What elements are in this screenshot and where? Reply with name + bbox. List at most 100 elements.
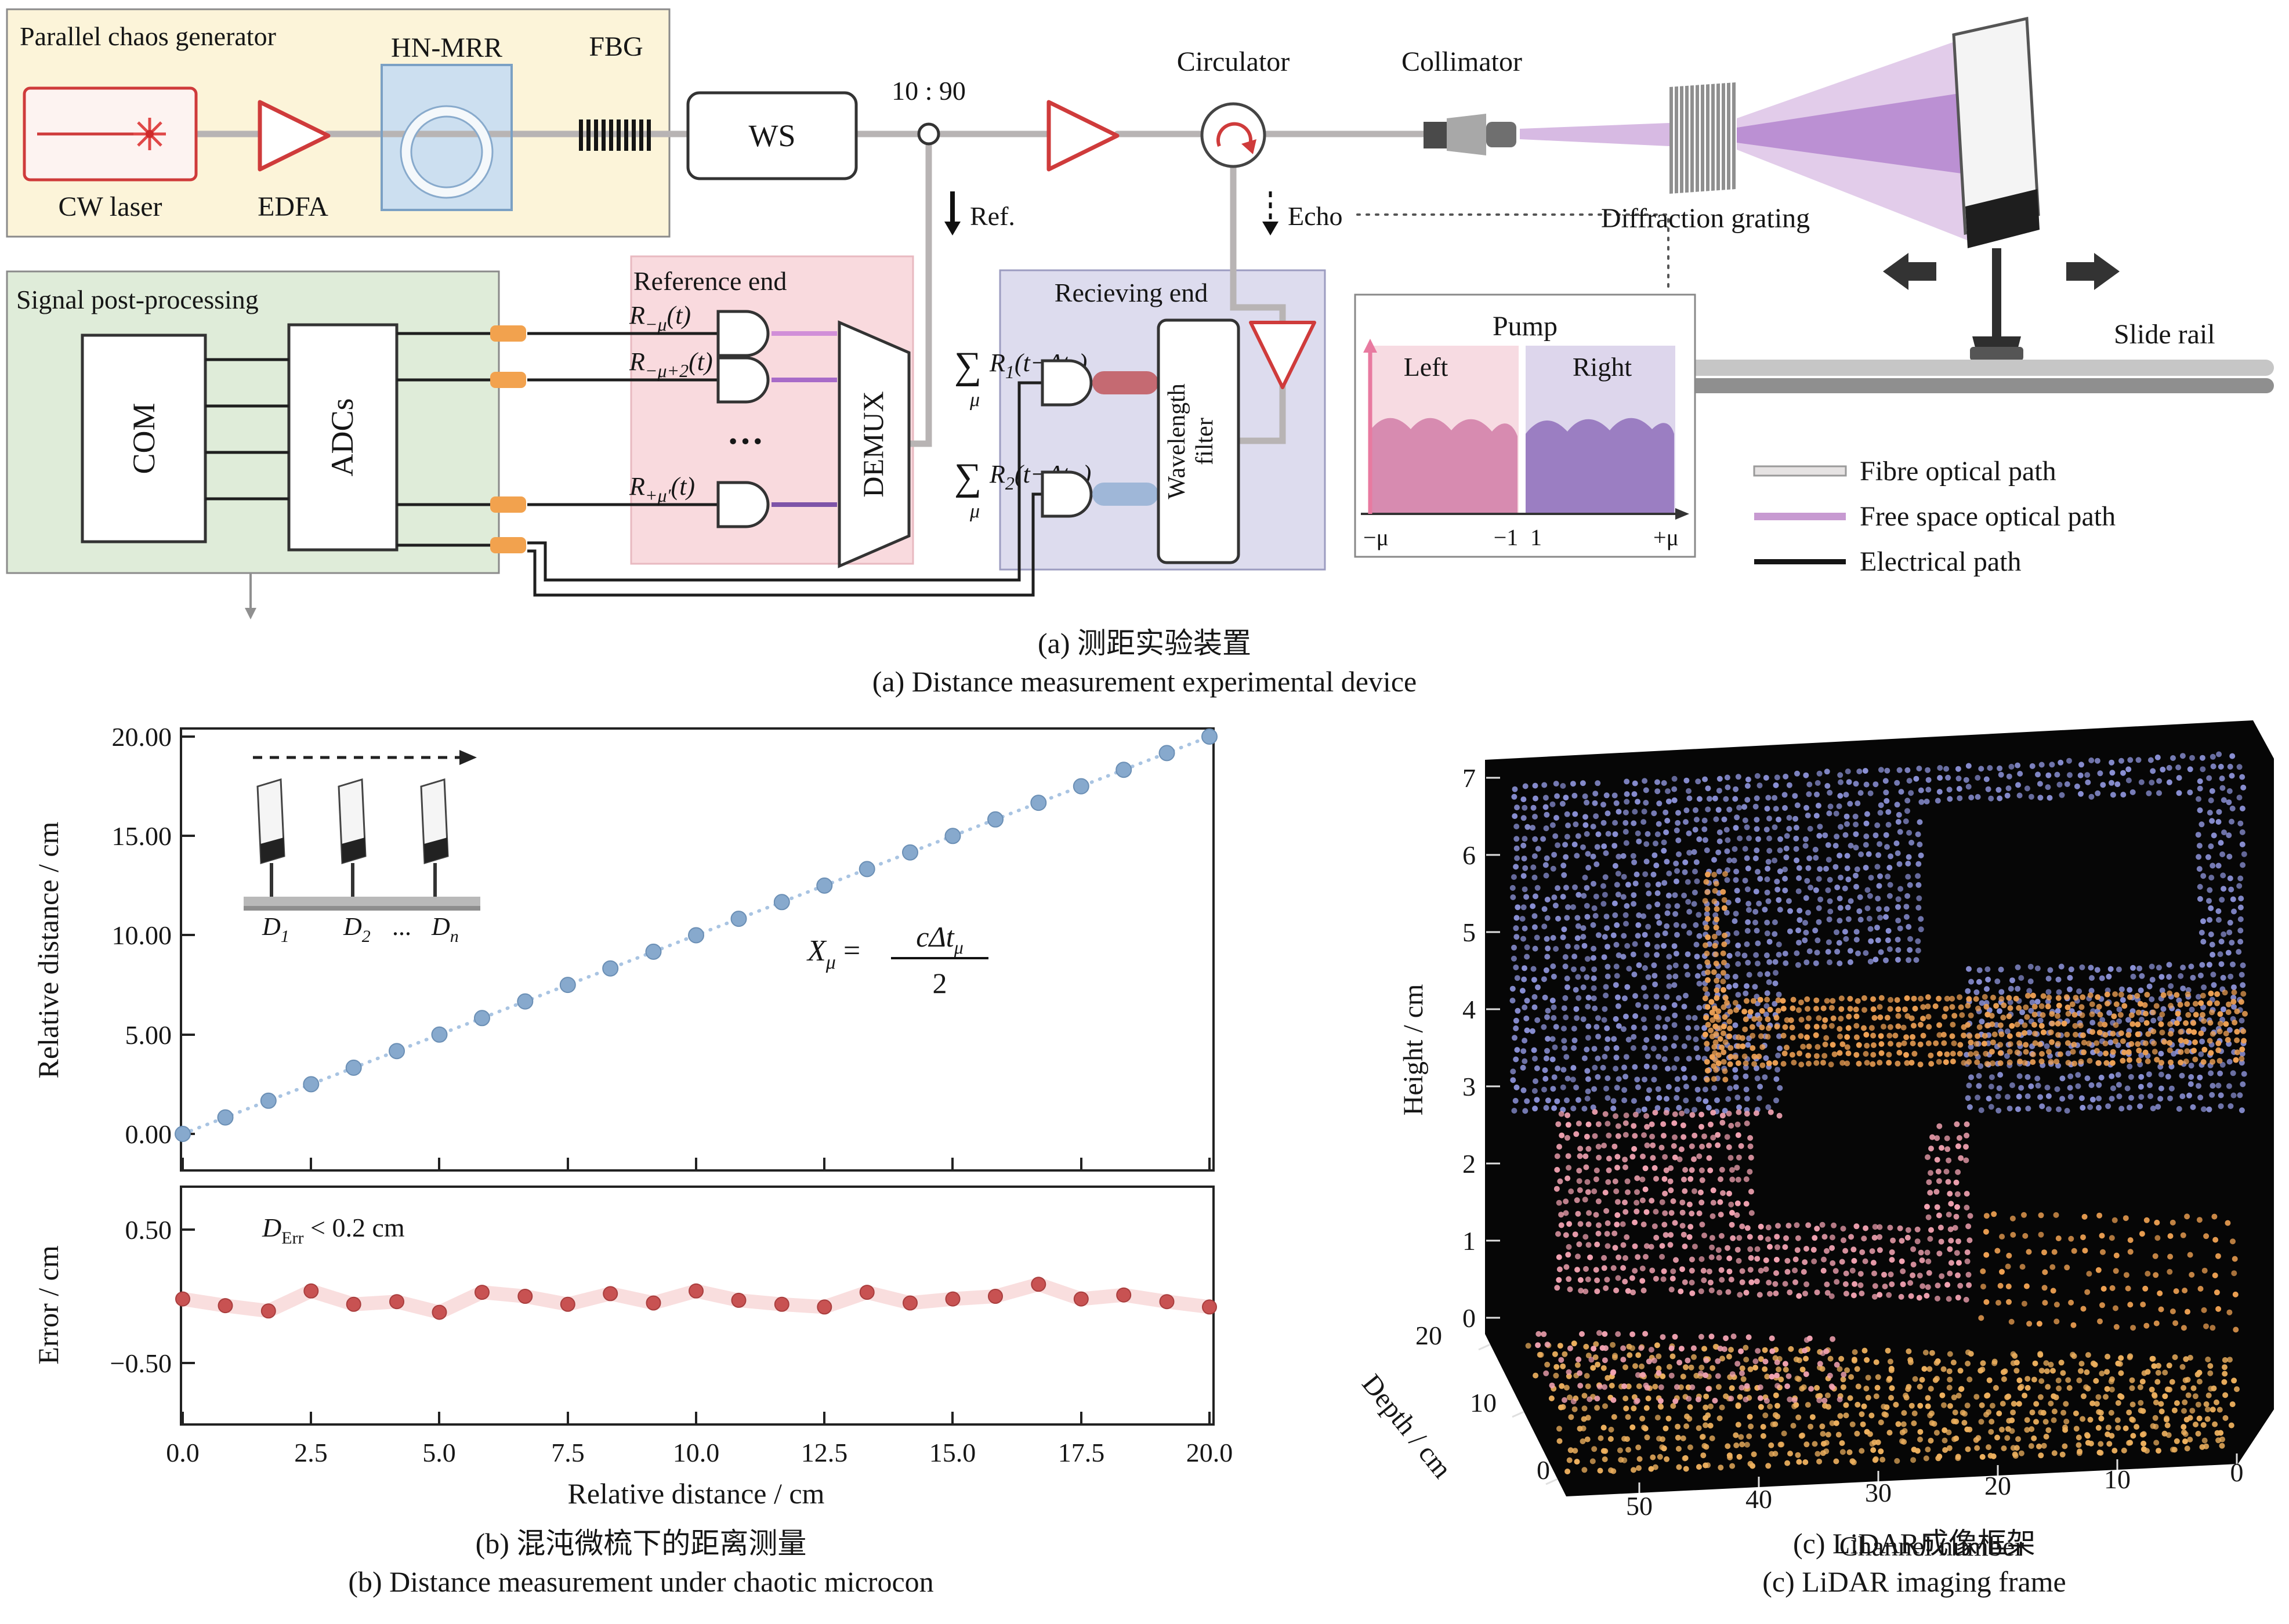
ytick: 5.00 xyxy=(125,1020,172,1050)
ellipsis: ··· xyxy=(727,420,764,462)
receiving-end-label: Recieving end xyxy=(1055,278,1208,307)
depth-axis-label: Depth / cm xyxy=(1356,1369,1457,1484)
depth-tick: 10 xyxy=(1470,1388,1497,1418)
inset-target-icon xyxy=(256,778,285,897)
pump-title: Pump xyxy=(1493,311,1558,342)
fiber-ref-branch xyxy=(906,141,932,447)
microring-outer-edge xyxy=(400,105,494,199)
ws-label: WS xyxy=(749,118,796,153)
circulator-icon xyxy=(1200,102,1266,168)
diffraction-grating-icon xyxy=(1669,82,1736,194)
caption-c-zh: (c) LiDAR成像框架 xyxy=(1793,1527,2036,1560)
caption-a-en: (a) Distance measurement experimental de… xyxy=(872,665,1417,698)
routed-wire-1 xyxy=(527,381,1042,582)
connector-pad xyxy=(490,372,526,388)
equation-denominator: 2 xyxy=(933,967,947,999)
fbg-label: FBG xyxy=(589,31,643,62)
height-tick: 3 xyxy=(1462,1072,1476,1101)
target-plate xyxy=(1952,16,2040,363)
height-tick: 2 xyxy=(1462,1149,1476,1179)
caption-a-zh: (a) 测距实验装置 xyxy=(1038,627,1251,659)
inset-target-icon xyxy=(338,778,367,897)
pump-right-spectrum xyxy=(1526,418,1674,514)
slide-rail-label: Slide rail xyxy=(2114,319,2215,350)
lidar-point-cloud xyxy=(1509,751,2248,1474)
ref-arrow-head xyxy=(944,222,961,235)
height-tick: 7 xyxy=(1462,763,1476,793)
r1-label: R−μ(t) xyxy=(629,301,691,335)
pump-tick: −1 xyxy=(1494,524,1519,550)
collimator-icon xyxy=(1424,114,1516,155)
channel-tick: 20 xyxy=(1984,1471,2011,1500)
connector-pad xyxy=(490,325,526,342)
channel-tick: 0 xyxy=(2230,1458,2244,1487)
fiber-to-filter xyxy=(1236,383,1286,444)
range-equation: Xμ = cΔtμ 2 xyxy=(806,920,988,999)
signal-post-processing-box xyxy=(6,270,500,574)
sum1-sigma-sub: μ xyxy=(969,389,980,411)
cw-laser-label: CW laser xyxy=(58,191,162,222)
microring-icon xyxy=(401,106,492,198)
xtick: 15.0 xyxy=(929,1438,976,1467)
xtick: 2.5 xyxy=(294,1438,328,1467)
xlabel: Relative distance / cm xyxy=(568,1477,825,1510)
ytick: 20.00 xyxy=(112,722,172,752)
routed-wire-2 xyxy=(527,492,1042,597)
inset-d1-label: D1 xyxy=(262,912,289,946)
free-space-path-label: Free space optical path xyxy=(1860,501,2116,532)
ytick: 0.00 xyxy=(125,1119,172,1149)
pump-right-label: Right xyxy=(1573,352,1632,382)
pump-x-arrow xyxy=(1675,508,1689,520)
xtick: 7.5 xyxy=(551,1438,585,1467)
ytick: −0.50 xyxy=(110,1348,172,1378)
channel-tick: 40 xyxy=(1745,1484,1772,1514)
balanced-detector-icon xyxy=(1041,359,1093,407)
xtick: 20.0 xyxy=(1186,1438,1233,1467)
xtick: 10.0 xyxy=(673,1438,720,1467)
move-left-arrow-icon xyxy=(1883,253,1936,290)
ws-box xyxy=(686,91,858,180)
circulator-arrow xyxy=(1216,122,1252,150)
chaos-generator-label: Parallel chaos generator xyxy=(20,21,276,51)
photodetector-icon xyxy=(716,310,770,357)
depth-tick: 20 xyxy=(1415,1321,1442,1350)
equation-lhs: Xμ = xyxy=(806,934,860,973)
reference-end-label: Reference end xyxy=(633,266,787,296)
rail-carriage xyxy=(1970,347,2023,361)
split-ratio-label: 10 : 90 xyxy=(892,76,966,106)
sum2-sigma: ∑ xyxy=(954,456,981,498)
channel-tick: 50 xyxy=(1626,1491,1653,1521)
panel-c-lidar-frame: 7 6 5 4 3 2 1 0 Height / cm 20 10 0 Dept… xyxy=(1356,720,2274,1598)
diffraction-grating-label: Diffraction grating xyxy=(1601,203,1810,234)
sum1-sigma: ∑ xyxy=(954,345,981,387)
xtick: 5.0 xyxy=(422,1438,456,1467)
inset-rail-bottom xyxy=(244,906,480,911)
edfa-amplifier-icon xyxy=(258,100,331,172)
pump-left-spectrum xyxy=(1370,418,1517,514)
fibre-path-swatch xyxy=(1753,465,1847,477)
fiber-echo-branch xyxy=(1230,163,1286,328)
photodetector-icon xyxy=(716,481,770,528)
pump-inset: Pump Left Right −μ −1 1 +μ xyxy=(1354,293,1696,558)
collimator-label: Collimator xyxy=(1401,46,1522,77)
ytick: 15.00 xyxy=(112,821,172,851)
height-tick: 4 xyxy=(1462,995,1476,1024)
distance-data-points xyxy=(175,728,1218,1142)
move-right-arrow-icon xyxy=(2066,253,2120,290)
demux-label: DEMUX xyxy=(857,391,889,497)
pump-tick: 1 xyxy=(1530,524,1542,550)
laser-burst-icon xyxy=(133,118,166,150)
splitter-icon xyxy=(917,122,940,146)
panel-a-device-diagram: Parallel chaos generator Signal post-pro… xyxy=(6,8,2274,698)
height-tick: 5 xyxy=(1462,918,1476,947)
receiver-amplifier-icon xyxy=(1249,321,1316,389)
ylabel-top: Relative distance / cm xyxy=(32,821,64,1078)
fibre-path-label: Fibre optical path xyxy=(1860,456,2056,487)
inset-d2-label: D2 xyxy=(343,912,371,946)
wavelength-filter-label: Wavelengthfilter xyxy=(1164,383,1218,499)
caption-b-zh: (b) 混沌微梳下的距离测量 xyxy=(476,1527,807,1560)
wavelength-filter-box xyxy=(1157,318,1240,564)
electrical-path-swatch xyxy=(1754,559,1846,564)
echo-pump-dotted-link xyxy=(1356,213,1669,295)
